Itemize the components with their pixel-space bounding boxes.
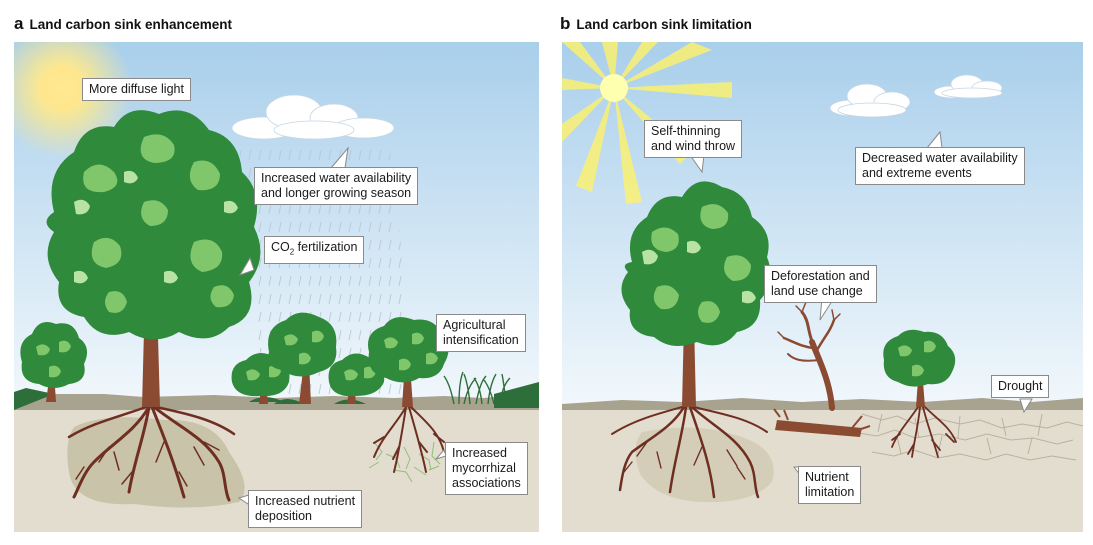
big-tree-roots — [67, 405, 236, 502]
co2-subscript: 2 — [289, 247, 295, 257]
cloud — [231, 94, 395, 140]
big-tree-canopy — [46, 110, 261, 340]
grass-strip-left — [14, 388, 54, 410]
big-tree-canopy — [621, 181, 771, 346]
panel-a-letter: a — [14, 14, 24, 33]
panel-a-heading: a Land carbon sink enhancement — [14, 14, 232, 34]
shrubs — [249, 397, 366, 404]
label-mycorrhizal-associations: Increased mycorrhizal associations — [445, 442, 528, 495]
panel-b-letter: b — [560, 14, 571, 33]
panel-a-title: Land carbon sink enhancement — [29, 17, 233, 32]
label-deforestation: Deforestation and land use change — [764, 265, 877, 303]
sun — [600, 74, 628, 102]
label-nutrient-limitation: Nutrient limitation — [798, 466, 862, 504]
small-tree-left — [20, 321, 88, 402]
fertilization-text: fertilization — [294, 240, 358, 254]
cloud — [829, 74, 1003, 118]
agricultural-tree — [368, 317, 449, 473]
label-self-thinning: Self-thinning and wind throw — [644, 120, 743, 158]
panel-a-illustration — [14, 42, 539, 532]
middle-trees — [231, 312, 385, 404]
label-co2-fertilization: CO2 fertilization — [264, 236, 365, 264]
panel-b-title: Land carbon sink limitation — [576, 17, 752, 32]
sun-disc — [38, 64, 86, 112]
panel-b-illustration — [562, 42, 1083, 532]
label-decreased-water: Decreased water availability and extreme… — [855, 147, 1025, 185]
big-tree-roots — [611, 405, 768, 499]
cracked-soil — [851, 413, 1083, 461]
mycorrhizal-network — [368, 441, 441, 483]
panel-b-heading: b Land carbon sink limitation — [560, 14, 752, 34]
fallen-log — [773, 408, 871, 437]
label-nutrient-deposition: Increased nutrient deposition — [248, 490, 363, 528]
crop-grass — [443, 371, 511, 405]
label-increased-water: Increased water availability and longer … — [254, 167, 419, 205]
label-drought: Drought — [991, 375, 1050, 398]
label-agricultural-intensification: Agricultural intensification — [436, 314, 526, 352]
co2-text: CO — [271, 240, 290, 254]
dead-tree — [777, 301, 841, 411]
small-tree — [883, 329, 957, 458]
label-more-diffuse-light: More diffuse light — [82, 78, 191, 101]
